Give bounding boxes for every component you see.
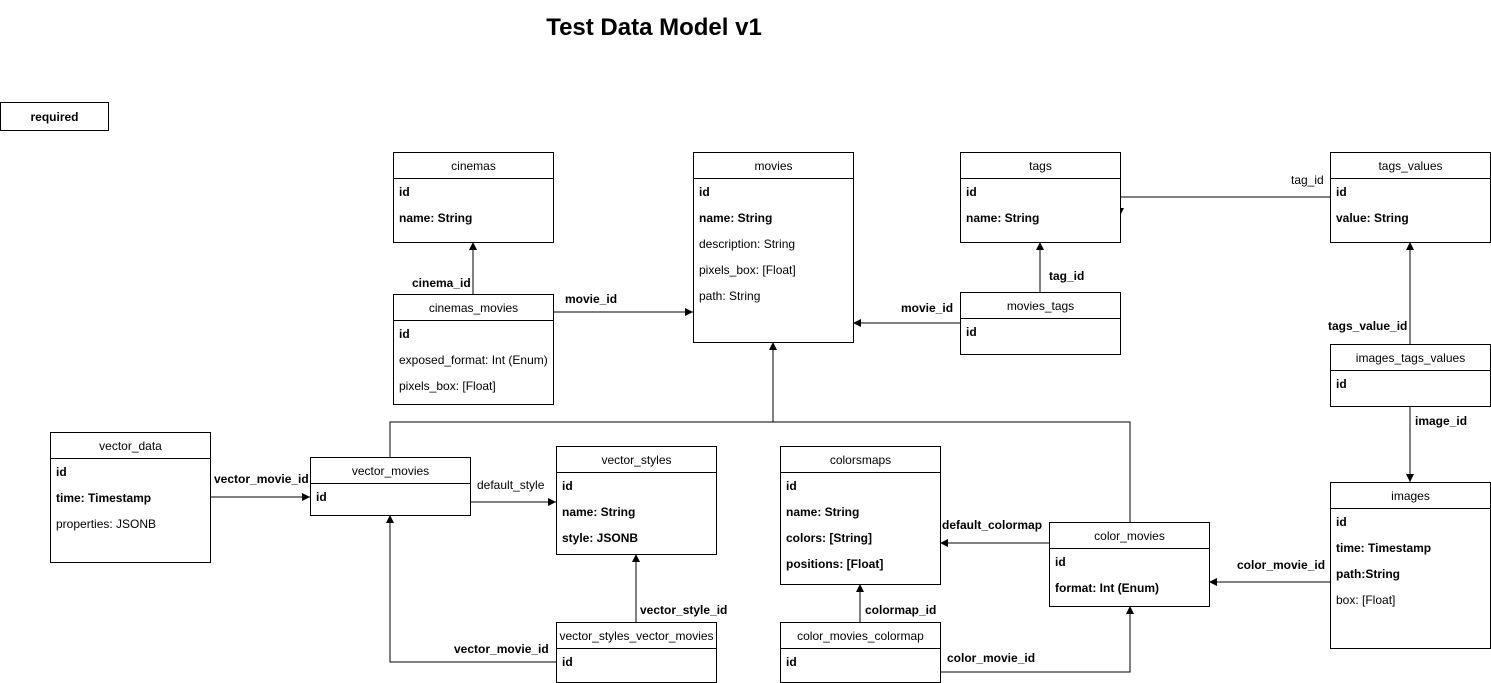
entity-title: vector_styles_vector_movies <box>557 623 716 649</box>
label-default-style: default_style <box>476 478 546 492</box>
entity-field: id <box>56 465 67 479</box>
entity-title: tags <box>961 153 1120 179</box>
entity-field: id <box>786 479 797 493</box>
entity-field: value: String <box>1336 211 1409 225</box>
entity-field: id <box>399 327 410 341</box>
label-default-colormap: default_colormap <box>941 518 1044 532</box>
entity-field: time: Timestamp <box>1336 541 1432 555</box>
entity-field: time: Timestamp <box>56 491 152 505</box>
edge-tags-values-to-tags <box>1116 196 1330 216</box>
entity-movies: movies id name: String description: String p… <box>693 152 854 343</box>
entity-field: properties: JSONB <box>56 517 157 531</box>
entity-title: movies <box>694 153 853 179</box>
entity-title: color_movies_colormap <box>781 623 940 649</box>
entity-field: pixels_box: [Float] <box>699 263 796 277</box>
legend-required: required <box>0 102 109 131</box>
entity-images: images id time: Timestamp path:String box: [… <box>1330 482 1491 649</box>
entity-colorsmaps: colorsmaps id name: String colors: [String]… <box>780 446 941 585</box>
entity-field: name: String <box>786 505 860 519</box>
label-image-id: image_id <box>1414 414 1469 428</box>
entity-field: style: JSONB <box>562 531 639 545</box>
entity-field: id <box>399 185 410 199</box>
label-movie-id-tags: movie_id <box>900 301 955 315</box>
entity-field: id <box>1336 377 1347 391</box>
entity-field: id <box>562 479 573 493</box>
entity-title: images <box>1331 483 1490 509</box>
label-tag-id-tags-values: tag_id <box>1290 173 1325 187</box>
entity-field: pixels_box: [Float] <box>399 379 496 393</box>
entity-field: path:String <box>1336 567 1400 581</box>
label-color-movie-id-colormap: color_movie_id <box>946 651 1037 665</box>
entity-field: format: Int (Enum) <box>1055 581 1159 595</box>
label-vector-style-id: vector_style_id <box>639 603 729 617</box>
entity-tags: tags id name: String <box>960 152 1121 243</box>
entity-cinemas: cinemas id name: String <box>393 152 554 243</box>
label-colormap-id: colormap_id <box>864 603 938 617</box>
entity-field: colors: [String] <box>786 531 872 545</box>
entity-field: id <box>699 185 710 199</box>
entity-title: movies_tags <box>961 293 1120 319</box>
entity-field: name: String <box>562 505 636 519</box>
label-cinema-id: cinema_id <box>411 276 472 290</box>
entity-title: cinemas <box>394 153 553 179</box>
entity-title: vector_movies <box>311 458 470 484</box>
edge-vector-movies-to-movies <box>389 421 1131 522</box>
label-tag-id-movies-tags: tag_id <box>1048 269 1086 283</box>
diagram-title: Test Data Model v1 <box>546 14 762 41</box>
entity-field: id <box>1336 185 1347 199</box>
entity-field: exposed_format: Int (Enum) <box>399 353 548 367</box>
entity-field: id <box>316 490 327 504</box>
label-tags-value-id: tags_value_id <box>1327 319 1409 333</box>
entity-title: vector_data <box>51 433 210 459</box>
entity-field: path: String <box>699 289 761 303</box>
entity-title: images_tags_values <box>1331 345 1490 371</box>
entity-field: name: String <box>966 211 1040 225</box>
entity-field: description: String <box>699 237 796 251</box>
entity-title: vector_styles <box>557 447 716 473</box>
entity-field: positions: [Float] <box>786 557 884 571</box>
label-vector-movie-id-styles: vector_movie_id <box>453 642 550 656</box>
entity-title: tags_values <box>1331 153 1490 179</box>
label-movie-id-cinemas: movie_id <box>564 292 619 306</box>
entity-field: id <box>562 655 573 669</box>
edge-cmc-to-color-movies <box>940 606 1134 673</box>
entity-field: name: String <box>399 211 473 225</box>
label-vector-movie-id-data: vector_movie_id <box>213 472 310 486</box>
edge-vsvm-to-vector-movies <box>386 515 556 663</box>
label-color-movie-id-images: color_movie_id <box>1236 558 1327 572</box>
entity-field: id <box>786 655 797 669</box>
entity-field: id <box>966 325 977 339</box>
entity-title: color_movies <box>1050 523 1209 549</box>
entity-field: name: String <box>699 211 773 225</box>
entity-title: cinemas_movies <box>394 295 553 321</box>
entity-field: box: [Float] <box>1336 593 1396 607</box>
entity-field: id <box>1336 515 1347 529</box>
entity-title: colorsmaps <box>781 447 940 473</box>
entity-field: id <box>966 185 977 199</box>
entity-field: id <box>1055 555 1066 569</box>
